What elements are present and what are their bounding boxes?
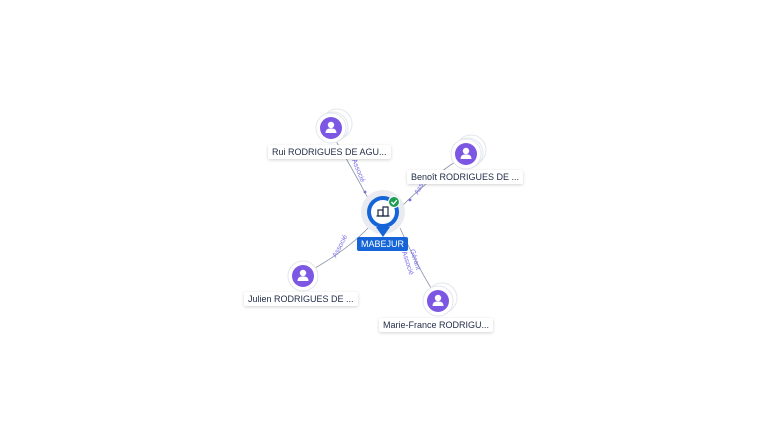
person-label-marie[interactable]: Marie-France RODRIGU... <box>379 318 494 332</box>
person-node-julien[interactable] <box>287 260 319 292</box>
person-node-benoit[interactable] <box>450 134 487 170</box>
company-pin-tip <box>376 227 390 237</box>
edge-label-julien: Associé <box>332 234 350 259</box>
person-label-rui[interactable]: Rui RODRIGUES DE AGU... <box>268 145 391 159</box>
person-label-benoit[interactable]: Benoît RODRIGUES DE ... <box>407 170 524 184</box>
edge-arrow-benoit <box>408 198 412 202</box>
check-icon <box>388 196 400 208</box>
building-icon <box>376 206 390 217</box>
person-node-marie[interactable] <box>422 282 458 317</box>
company-node[interactable] <box>361 190 405 237</box>
edge-label-rui: Associé <box>350 158 366 183</box>
person-label-julien[interactable]: Julien RODRIGUES DE ... <box>244 292 358 306</box>
company-label[interactable]: MABEJUR <box>357 237 409 251</box>
edge-benoit <box>399 159 459 209</box>
person-node-rui[interactable] <box>315 108 353 144</box>
edge-arrow-rui <box>363 190 367 194</box>
